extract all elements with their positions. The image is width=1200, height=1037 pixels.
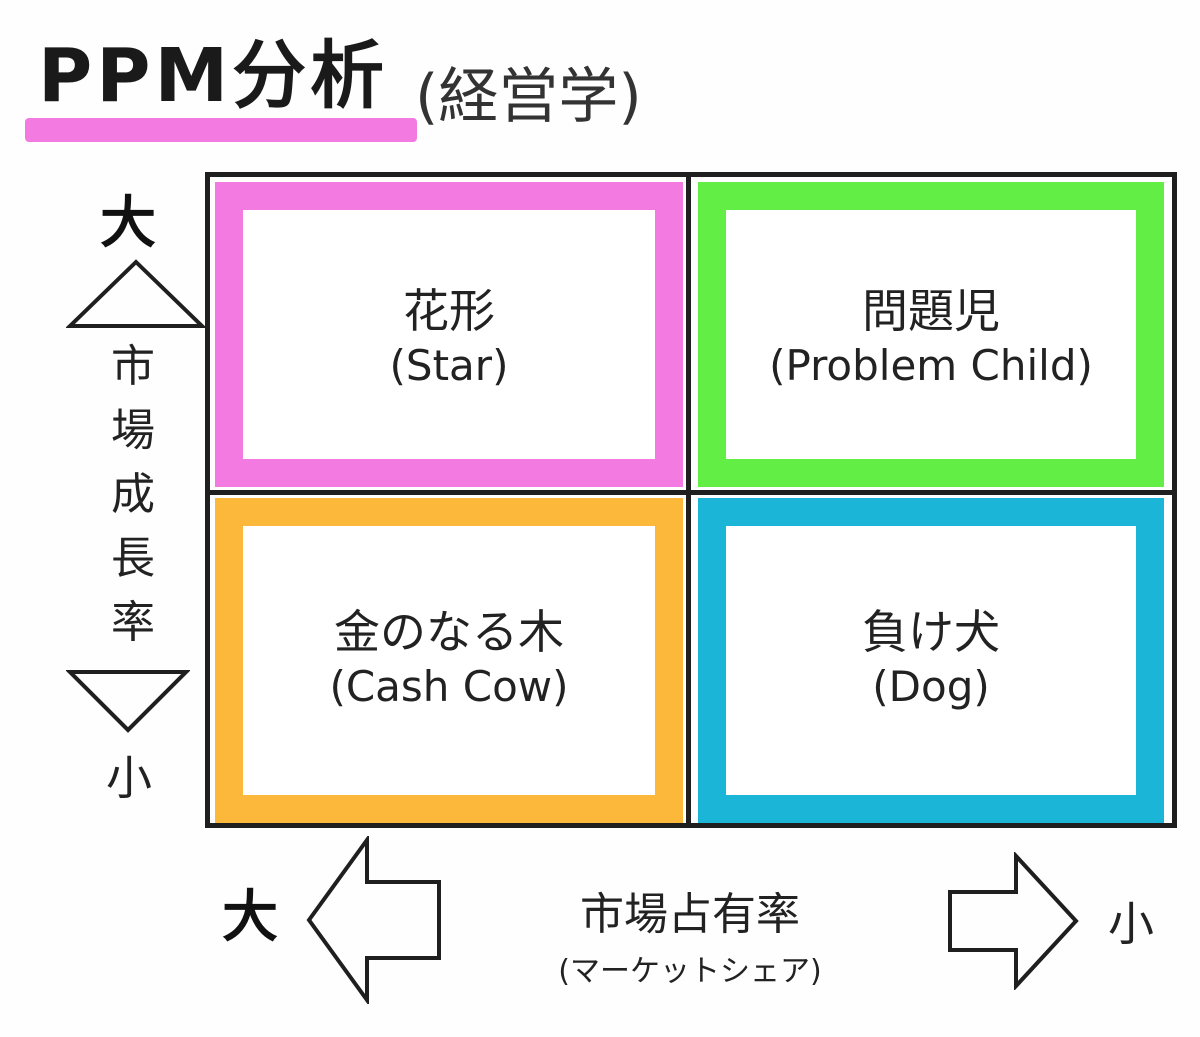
x-axis-low: 小 bbox=[1108, 897, 1154, 951]
y-axis-char: 場 bbox=[111, 405, 155, 456]
x-axis-high: 大 bbox=[222, 885, 278, 950]
quadrant-en: (Dog) bbox=[872, 662, 990, 711]
y-axis-label: 市場成長率 bbox=[108, 335, 158, 655]
y-axis-char: 長 bbox=[111, 533, 155, 584]
y-axis-char: 市 bbox=[111, 341, 155, 392]
quadrant-name: 負け犬 bbox=[862, 605, 1000, 659]
quadrant-cash-cow: 金のなる木 (Cash Cow) bbox=[215, 498, 683, 823]
y-axis-high: 大 bbox=[100, 191, 156, 256]
quadrant-en: (Star) bbox=[389, 341, 509, 390]
quadrant-dog: 負け犬 (Dog) bbox=[698, 498, 1164, 823]
quadrant-star: 花形 (Star) bbox=[215, 182, 683, 487]
quadrant-en: (Cash Cow) bbox=[329, 662, 569, 711]
quadrant-problem-child: 問題児 (Problem Child) bbox=[698, 182, 1164, 487]
diagram-title: PPM分析 bbox=[38, 33, 389, 119]
triangle-up-icon bbox=[66, 259, 206, 328]
vertical-divider bbox=[686, 172, 691, 828]
title-highlight bbox=[25, 118, 417, 142]
x-axis-sublabel: (マーケットシェア) bbox=[558, 954, 822, 989]
quadrant-name: 問題児 bbox=[862, 284, 1000, 338]
diagram-subtitle: (経営学) bbox=[415, 62, 642, 132]
triangle-down-icon bbox=[66, 670, 190, 733]
quadrant-en: (Problem Child) bbox=[769, 341, 1093, 390]
y-axis-char: 率 bbox=[111, 597, 155, 648]
x-axis-label: 市場占有率 bbox=[580, 889, 800, 940]
matrix-frame bbox=[205, 172, 1177, 828]
arrow-left-icon bbox=[306, 836, 441, 1004]
quadrant-name: 花形 bbox=[403, 284, 495, 338]
quadrant-name: 金のなる木 bbox=[334, 605, 564, 659]
horizontal-divider bbox=[205, 490, 1177, 495]
y-axis-low: 小 bbox=[106, 751, 152, 805]
y-axis-char: 成 bbox=[111, 469, 155, 520]
arrow-right-icon bbox=[948, 852, 1079, 990]
